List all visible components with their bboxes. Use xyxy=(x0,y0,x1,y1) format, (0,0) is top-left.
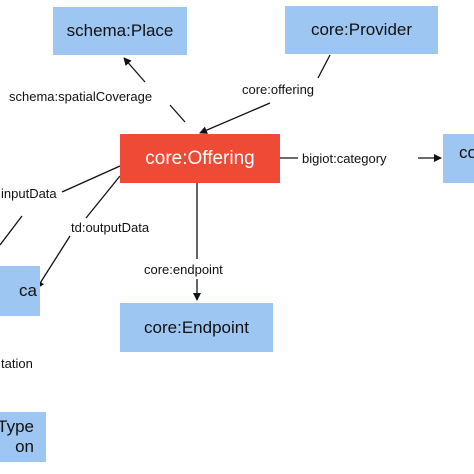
node-data-partial-label: ca xyxy=(19,281,37,300)
edge-input-data xyxy=(61,165,121,193)
node-core-offering: core:Offering xyxy=(120,134,280,183)
node-schema-place: schema:Place xyxy=(53,7,187,55)
node-schema-place-label: schema:Place xyxy=(66,21,174,40)
node-type-partial-line2: on xyxy=(15,437,34,456)
node-category-partial-label: co xyxy=(459,143,474,162)
edge-label-endpoint: core:endpoint xyxy=(143,262,224,277)
edge-label-category: bigiot:category xyxy=(301,151,388,166)
edge-label-spatial-coverage: schema:spatialCoverage xyxy=(8,89,154,104)
edge-spatial-coverage-lower xyxy=(169,104,186,123)
edge-spatial-coverage xyxy=(123,57,146,83)
edge-label-offering: core:offering xyxy=(241,82,316,97)
edge-output-data-lower xyxy=(36,235,71,289)
node-core-endpoint-label: core:Endpoint xyxy=(144,317,249,337)
edge-label-output-data: td:outputData xyxy=(70,220,151,235)
edge-input-data-lower xyxy=(0,215,23,246)
node-core-offering-label: core:Offering xyxy=(145,147,255,169)
node-core-provider: core:Provider xyxy=(285,6,438,54)
edge-offering xyxy=(317,54,331,79)
node-type-partial: Type on xyxy=(0,412,46,462)
node-core-provider-label: core:Provider xyxy=(310,20,413,39)
edge-output-data xyxy=(85,175,121,219)
edge-label-annotation-partial: tation xyxy=(0,356,34,371)
node-type-partial-line1: Type xyxy=(0,417,34,436)
node-category-partial: co xyxy=(443,134,474,183)
edge-label-input-data: inputData xyxy=(0,186,58,201)
edge-offering-lower xyxy=(199,102,271,134)
node-data-partial: ca xyxy=(0,266,40,316)
node-core-endpoint: core:Endpoint xyxy=(120,303,273,352)
